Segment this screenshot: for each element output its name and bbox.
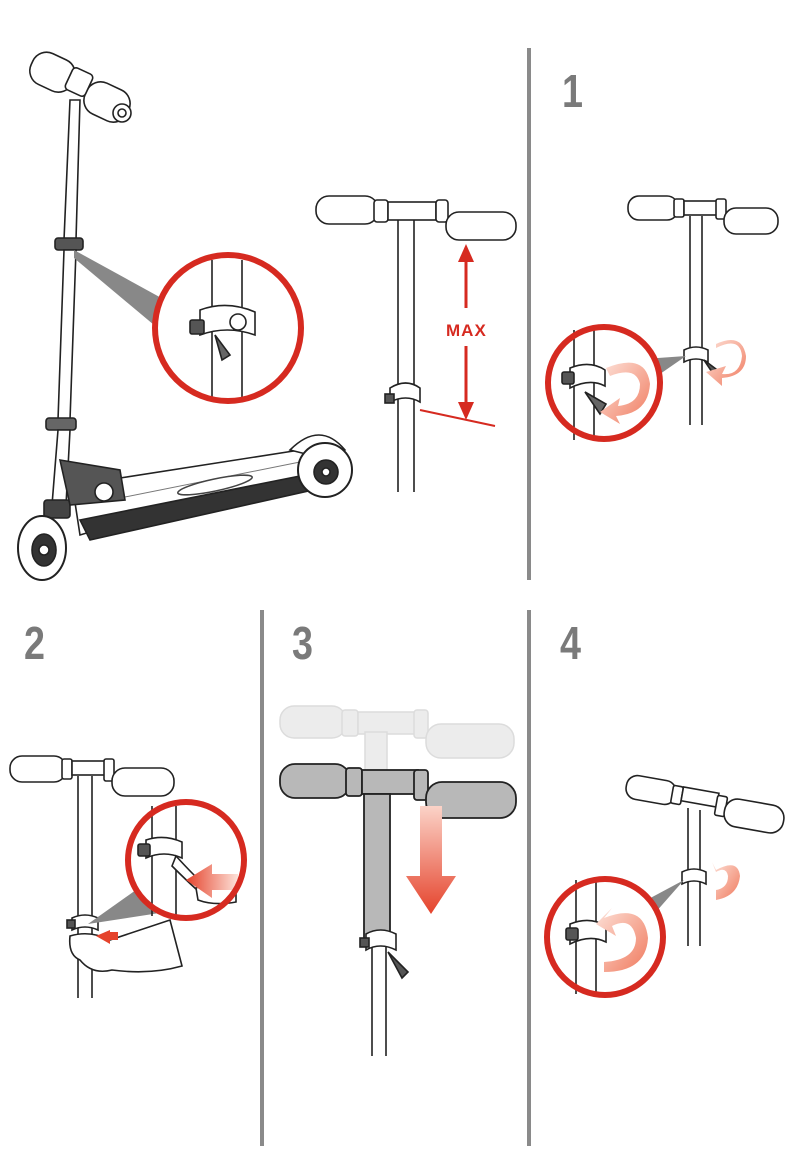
divider-bottom-right [527, 610, 531, 1146]
ghost-handlebar [279, 705, 515, 773]
step-3-illustration [279, 705, 517, 1056]
push-arrow-icon [96, 930, 118, 944]
step-4-number: 4 [560, 617, 581, 669]
step-2-illustration [9, 755, 247, 998]
overview-handlebar [315, 195, 517, 492]
magnifier-circle-4 [544, 876, 666, 998]
down-arrow-icon [406, 806, 456, 914]
max-label: MAX [446, 321, 487, 340]
divider-top [527, 48, 531, 580]
step-3-number: 3 [292, 617, 313, 669]
step-1-number: 1 [562, 65, 583, 117]
scooter-illustration [17, 51, 353, 581]
callout-wedge [74, 250, 165, 330]
magnifier-circle-2 [125, 799, 247, 921]
rotate-arrow-icon [706, 340, 746, 386]
magnifier-circle [152, 252, 304, 404]
double-headed-arrow-icon [419, 244, 496, 427]
push-arrow-icon [186, 864, 238, 898]
step-4-illustration [544, 774, 785, 998]
step-1-illustration [545, 195, 779, 442]
rotate-arrow-icon [596, 908, 648, 972]
rotate-arrow-icon [600, 362, 650, 424]
step-2-number: 2 [24, 617, 45, 669]
magnifier-circle-1 [545, 324, 663, 442]
divider-bottom-left [260, 610, 264, 1146]
rotate-arrow-icon [712, 862, 740, 900]
